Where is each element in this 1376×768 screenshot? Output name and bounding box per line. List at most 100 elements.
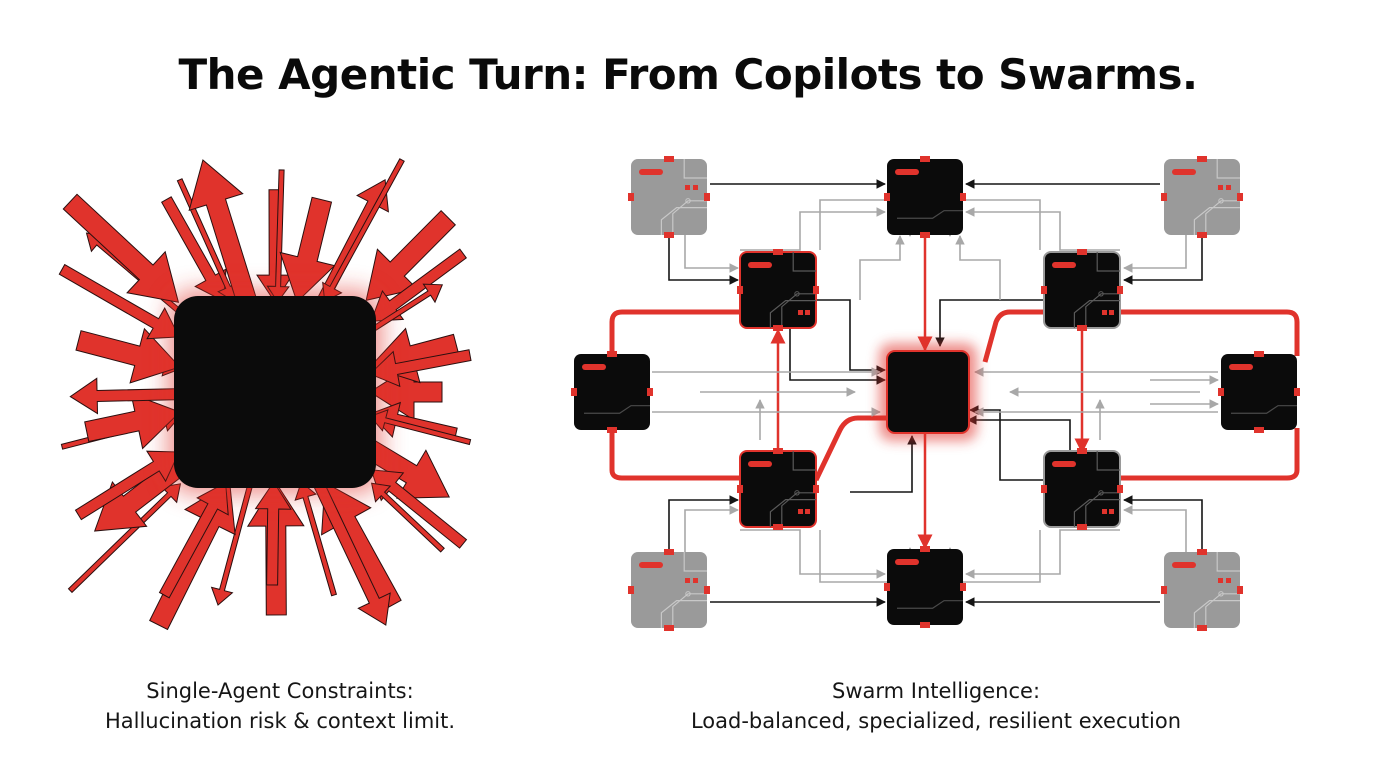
secondary-connector — [859, 235, 905, 300]
secondary-connector — [965, 207, 1120, 251]
status-dot — [798, 310, 803, 315]
status-led-bar — [1172, 562, 1196, 568]
circuit-trace — [769, 499, 816, 527]
io-port — [960, 193, 966, 201]
io-port — [664, 232, 674, 238]
page-title: The Agentic Turn: From Copilots to Swarm… — [178, 50, 1199, 99]
circuit-trace — [792, 451, 816, 471]
pressure-arrow — [365, 440, 450, 499]
circuit-trace — [1073, 499, 1120, 527]
single-agent-caption: Single-Agent Constraints: Hallucination … — [40, 676, 520, 736]
agent-body — [1221, 354, 1297, 430]
io-port — [1294, 388, 1300, 396]
io-port — [1117, 286, 1123, 294]
status-led-bar — [748, 262, 772, 268]
pressure-arrow — [75, 327, 181, 384]
io-port — [773, 249, 783, 255]
red-bus-line — [609, 428, 740, 481]
agent-node-top — [884, 156, 966, 238]
agent-node-itl — [737, 249, 819, 331]
pressure-arrow — [254, 481, 292, 586]
caption-detail: Load-balanced, specialized, resilient ex… — [690, 709, 1182, 733]
io-port — [1218, 388, 1224, 396]
status-dot — [1109, 310, 1114, 315]
pressure-arrows — [58, 158, 472, 631]
io-port — [628, 586, 634, 594]
circuit-trace — [897, 600, 963, 609]
status-dot — [1226, 185, 1231, 190]
circuit-trace — [1073, 300, 1120, 328]
status-dot — [1102, 509, 1107, 514]
status-dot — [805, 509, 810, 514]
status-dot — [798, 509, 803, 514]
agent-nodes — [571, 156, 1300, 631]
circuit-via — [1218, 198, 1224, 204]
status-led-bar — [582, 364, 606, 370]
secondary-connector — [740, 529, 886, 579]
io-port — [607, 351, 617, 357]
io-port — [1237, 586, 1243, 594]
io-port — [737, 485, 743, 493]
io-port — [1077, 249, 1087, 255]
io-port — [1237, 193, 1243, 201]
io-port — [664, 549, 674, 555]
pressure-arrow — [188, 159, 258, 306]
io-port — [884, 583, 890, 591]
caption-heading: Swarm Intelligence: — [831, 679, 1041, 703]
red-bus-line — [982, 309, 1044, 363]
io-port — [704, 586, 710, 594]
circuit-via — [1218, 591, 1224, 597]
circuit-trace — [769, 300, 816, 328]
io-port — [737, 286, 743, 294]
circuit-trace — [660, 207, 707, 235]
io-port — [704, 193, 710, 201]
swarm-caption: Swarm Intelligence: Load-balanced, speci… — [636, 676, 1236, 736]
red-bus-line — [1120, 428, 1300, 481]
io-port — [960, 583, 966, 591]
io-port — [773, 524, 783, 530]
status-led-bar — [639, 562, 663, 568]
agent-node-right — [1218, 351, 1300, 433]
secondary-connector — [955, 235, 1001, 300]
io-port — [1197, 549, 1207, 555]
status-led-bar — [895, 559, 919, 565]
red-bus-line — [1120, 309, 1300, 356]
status-led-bar — [1172, 169, 1196, 175]
pressure-arrow — [210, 480, 254, 606]
io-port — [1077, 448, 1087, 454]
io-port — [1254, 351, 1264, 357]
io-port — [1161, 193, 1167, 201]
io-port — [571, 388, 577, 396]
primary-connector — [850, 435, 917, 493]
pressure-arrow — [279, 196, 336, 303]
agent-node-center — [879, 343, 977, 441]
red-bus-connectors — [609, 236, 1300, 550]
io-port — [920, 546, 930, 552]
circuit-trace — [1096, 451, 1120, 471]
status-dot — [1226, 578, 1231, 583]
agent-node-ibr — [1041, 448, 1123, 530]
circuit-trace — [1231, 405, 1297, 414]
pressure-arrow — [69, 377, 181, 415]
pressure-arrow — [369, 349, 472, 388]
primary-connector — [935, 299, 1044, 347]
status-dot — [693, 185, 698, 190]
io-port — [1254, 427, 1264, 433]
io-port — [813, 485, 819, 493]
circuit-trace — [683, 552, 707, 572]
circuit-via — [794, 490, 800, 496]
agent-body — [887, 549, 963, 625]
core-agent-body — [886, 350, 970, 434]
circuit-trace — [792, 252, 816, 272]
io-port — [1117, 485, 1123, 493]
io-port — [1197, 232, 1207, 238]
primary-connector — [967, 415, 1071, 450]
primary-connector — [668, 495, 739, 551]
io-port — [920, 622, 930, 628]
agent-body — [887, 159, 963, 235]
circuit-via — [685, 591, 691, 597]
circuit-trace — [1193, 600, 1240, 628]
status-led-bar — [639, 169, 663, 175]
circuit-trace — [1096, 252, 1120, 272]
status-dot — [1218, 185, 1223, 190]
